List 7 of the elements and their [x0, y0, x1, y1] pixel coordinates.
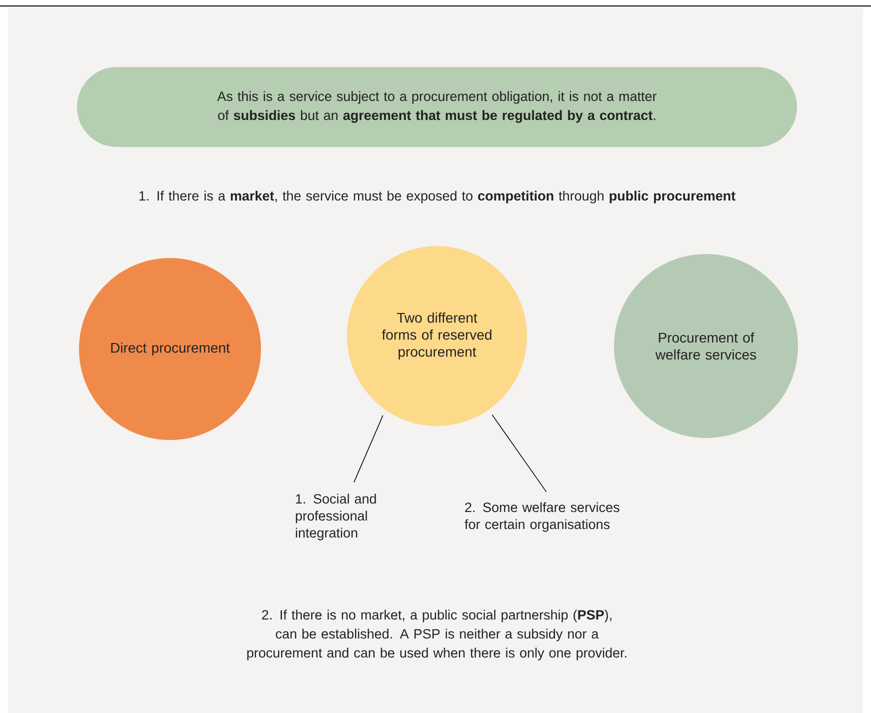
list-item-text: 1. Social and professional integration — [296, 494, 376, 540]
connector-line — [492, 414, 547, 492]
note-text: 2. If there is no market, a public social partnership (PSP), can be established. A PSP is neither a subsidy nor a procurement and can be used when there is only one provider. — [247, 610, 626, 660]
list-item-text: 2. Some welfare services for certain organisations — [464, 502, 620, 532]
connector-line — [354, 415, 384, 483]
banner-box: As this is a service subject to a procurement obligation, it is not a matter of subsidies but an agreement that must be regulated by a contract. — [77, 67, 797, 147]
note-text: 1. If there is a market, the service must be exposed to competition through public procurement — [139, 190, 736, 204]
